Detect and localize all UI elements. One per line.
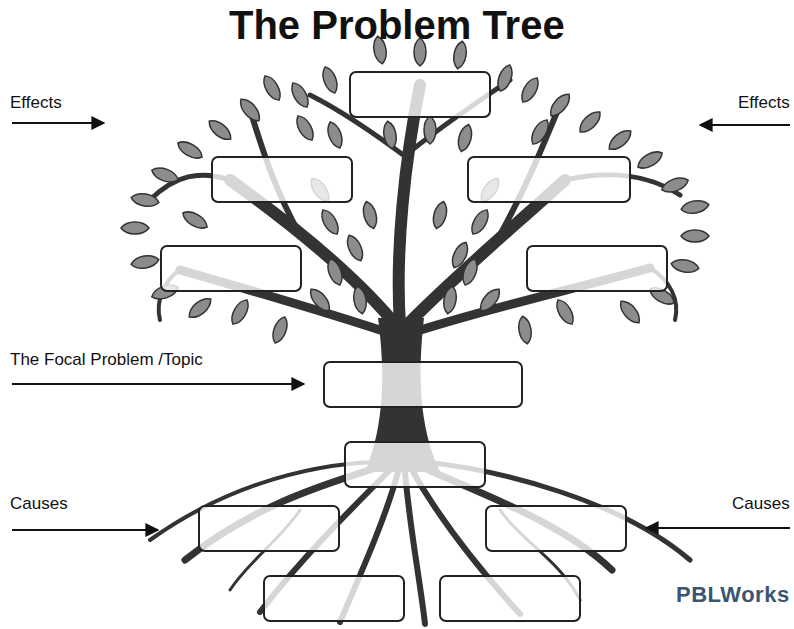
side-label: Causes <box>10 494 68 514</box>
side-label: The Focal Problem /Topic <box>10 350 203 370</box>
tree-branches <box>150 80 680 335</box>
pointer-arrow <box>12 123 790 530</box>
tree-leaves <box>121 35 710 345</box>
side-label: Causes <box>732 494 790 514</box>
side-label: Effects <box>10 93 62 113</box>
logo-text: PBLWorks <box>676 582 790 607</box>
blank-box <box>161 72 667 621</box>
side-label: Effects <box>738 93 790 113</box>
diagram-title: The Problem Tree <box>229 2 565 48</box>
